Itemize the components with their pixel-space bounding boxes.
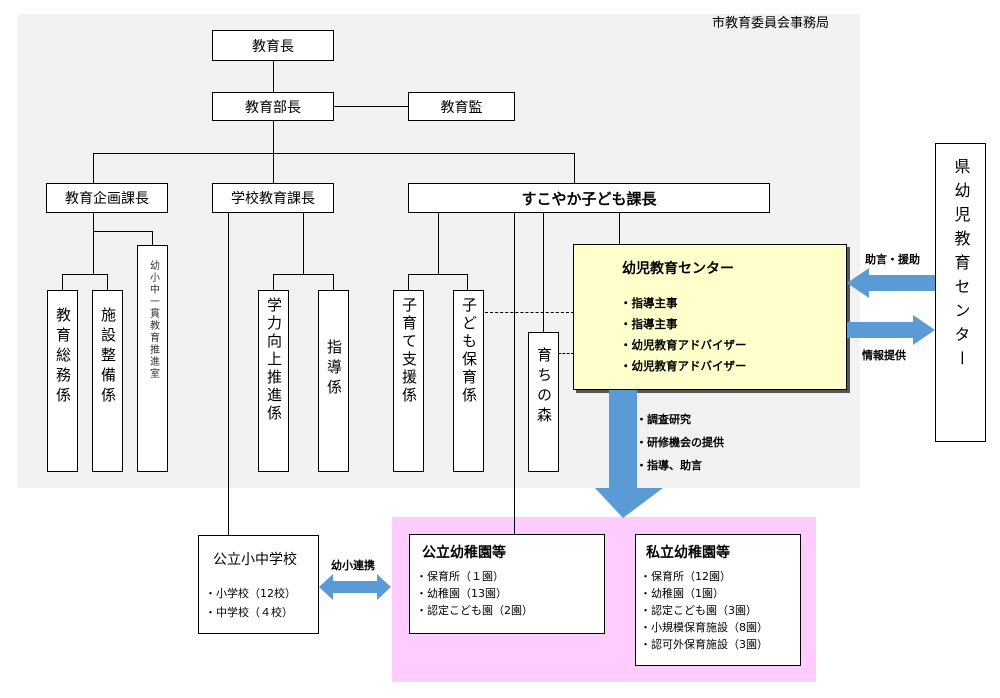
prefecture-center-label: 県幼児教育センター <box>951 158 971 374</box>
public-kinder-item: ・保育所（１園） <box>416 570 504 583</box>
public-schools-item: ・小学校（12校） <box>205 587 296 600</box>
connector <box>334 106 408 108</box>
advice-support-label: 助言・援助 <box>865 253 920 266</box>
connector <box>574 153 576 183</box>
private-kinder-item: ・認可外保育施設（3園） <box>640 638 768 651</box>
connector <box>408 274 410 290</box>
connector <box>273 153 275 183</box>
sodachi-mori-label: 育ちの森 <box>535 347 553 427</box>
academic-improvement-box: 学力向上推進係 <box>258 290 289 472</box>
supervisor-box: 教育監 <box>408 92 515 121</box>
public-kinder-title: 公立幼稚園等 <box>422 545 506 561</box>
connector <box>62 274 64 290</box>
connector <box>467 274 469 290</box>
sodachi-mori-box: 育ちの森 <box>528 332 559 472</box>
child-nursery-label: 子ども保育係 <box>460 297 478 405</box>
public-kinder-list: ・保育所（１園） ・幼稚園（13園） ・認定こども園（2園） <box>416 568 533 619</box>
connector <box>93 231 152 233</box>
center-staff-item: ・指導主事 <box>620 317 678 331</box>
sukoyaka-chief-box: すこやか子ども課長 <box>408 183 770 213</box>
public-schools-list: ・小学校（12校） ・中学校（４校） <box>205 584 296 622</box>
private-kinder-item: ・認定こども園（3園） <box>640 604 757 617</box>
connector <box>93 231 95 274</box>
private-kinder-list: ・保育所（12園） ・幼稚園（1園） ・認定こども園（3園） ・小規模保育施設（… <box>640 568 768 653</box>
child-nursery-box: 子ども保育係 <box>453 290 484 472</box>
kinder-primary-arrow-icon <box>319 574 391 600</box>
sukoyaka-chief-label: すこやか子ども課長 <box>521 189 657 208</box>
connector <box>273 274 275 290</box>
guidance-section-label: 指導係 <box>325 339 343 399</box>
general-affairs-label: 教育総務係 <box>54 307 72 407</box>
connector <box>273 274 334 276</box>
childcare-support-box: 子育て支援係 <box>393 290 424 472</box>
facility-maintenance-label: 施設整備係 <box>99 307 117 407</box>
center-staff-list: ・指導主事 ・指導主事 ・幼児教育アドバイザー ・幼児教育アドバイザー <box>620 293 747 377</box>
public-schools-box: 公立小中学校 ・小学校（12校） ・中学校（４校） <box>198 535 319 634</box>
connector <box>619 213 621 244</box>
connector <box>333 274 335 290</box>
center-staff-item: ・指導主事 <box>620 296 678 310</box>
center-function-item: ・調査研究 <box>636 413 691 426</box>
private-kinder-box: 私立幼稚園等 ・保育所（12園） ・幼稚園（1園） ・認定こども園（3園） ・小… <box>635 534 801 666</box>
advice-arrow-icon <box>847 268 935 298</box>
connector <box>303 213 305 274</box>
connector <box>228 213 230 535</box>
connector <box>93 153 575 155</box>
office-label: 市教育委員会事務局 <box>712 16 830 31</box>
education-director-label: 教育部長 <box>245 99 301 116</box>
kindergarten-primary-office-label: 幼小中一貫教育推進室 <box>147 260 159 380</box>
connector <box>273 61 275 93</box>
connector <box>543 213 545 332</box>
childcare-support-label: 子育て支援係 <box>400 297 418 405</box>
center-function-item: ・研修機会の提供 <box>636 436 724 449</box>
education-director-box: 教育部長 <box>212 92 334 121</box>
kindergarten-primary-office-box: 幼小中一貫教育推進室 <box>137 245 168 472</box>
superintendent-label: 教育長 <box>252 38 294 55</box>
center-function-list: ・調査研究 ・研修機会の提供 ・指導、助言 <box>636 408 724 477</box>
prefecture-center-box: 県幼児教育センター <box>935 143 986 442</box>
early-childhood-center-box: 幼児教育センター ・指導主事 ・指導主事 ・幼児教育アドバイザー ・幼児教育アド… <box>573 244 847 390</box>
supervisor-label: 教育監 <box>440 99 483 116</box>
public-kinder-item: ・認定こども園（2園） <box>416 604 533 617</box>
connector <box>273 120 275 153</box>
info-provision-label: 情報提供 <box>862 349 906 362</box>
public-kinder-item: ・幼稚園（13園） <box>416 587 507 600</box>
school-edu-chief-label: 学校教育課長 <box>231 191 315 207</box>
center-staff-item: ・幼児教育アドバイザー <box>620 359 747 373</box>
public-schools-item: ・中学校（４校） <box>205 606 293 619</box>
center-staff-item: ・幼児教育アドバイザー <box>620 338 747 352</box>
connector <box>93 213 95 231</box>
connector <box>107 274 109 290</box>
down-arrow-icon <box>595 390 663 518</box>
planning-chief-label: 教育企画課長 <box>65 191 149 207</box>
info-arrow-icon <box>847 315 935 345</box>
public-schools-title: 公立小中学校 <box>213 552 297 568</box>
guidance-section-box: 指導係 <box>318 290 349 472</box>
center-title: 幼児教育センター <box>622 261 734 277</box>
school-edu-chief-box: 学校教育課長 <box>212 183 334 213</box>
connector <box>152 231 154 245</box>
private-kinder-item: ・幼稚園（1園） <box>640 587 724 600</box>
kinder-primary-link-label: 幼小連携 <box>331 559 375 572</box>
connector <box>93 153 95 183</box>
connector <box>514 213 516 547</box>
center-function-item: ・指導、助言 <box>636 459 702 472</box>
private-kinder-title: 私立幼稚園等 <box>646 545 730 561</box>
connector <box>438 213 440 274</box>
private-kinder-item: ・保育所（12園） <box>640 570 731 583</box>
planning-chief-box: 教育企画課長 <box>46 183 168 213</box>
academic-improvement-label: 学力向上推進係 <box>265 297 283 423</box>
connector <box>408 274 468 276</box>
superintendent-box: 教育長 <box>212 30 334 61</box>
general-affairs-box: 教育総務係 <box>47 290 78 472</box>
public-kinder-box: 公立幼稚園等 ・保育所（１園） ・幼稚園（13園） ・認定こども園（2園） <box>409 534 605 634</box>
dashed-link <box>485 312 574 313</box>
connector <box>62 274 108 276</box>
facility-maintenance-box: 施設整備係 <box>92 290 123 472</box>
private-kinder-item: ・小規模保育施設（8園） <box>640 621 768 634</box>
dashed-link <box>558 353 574 354</box>
